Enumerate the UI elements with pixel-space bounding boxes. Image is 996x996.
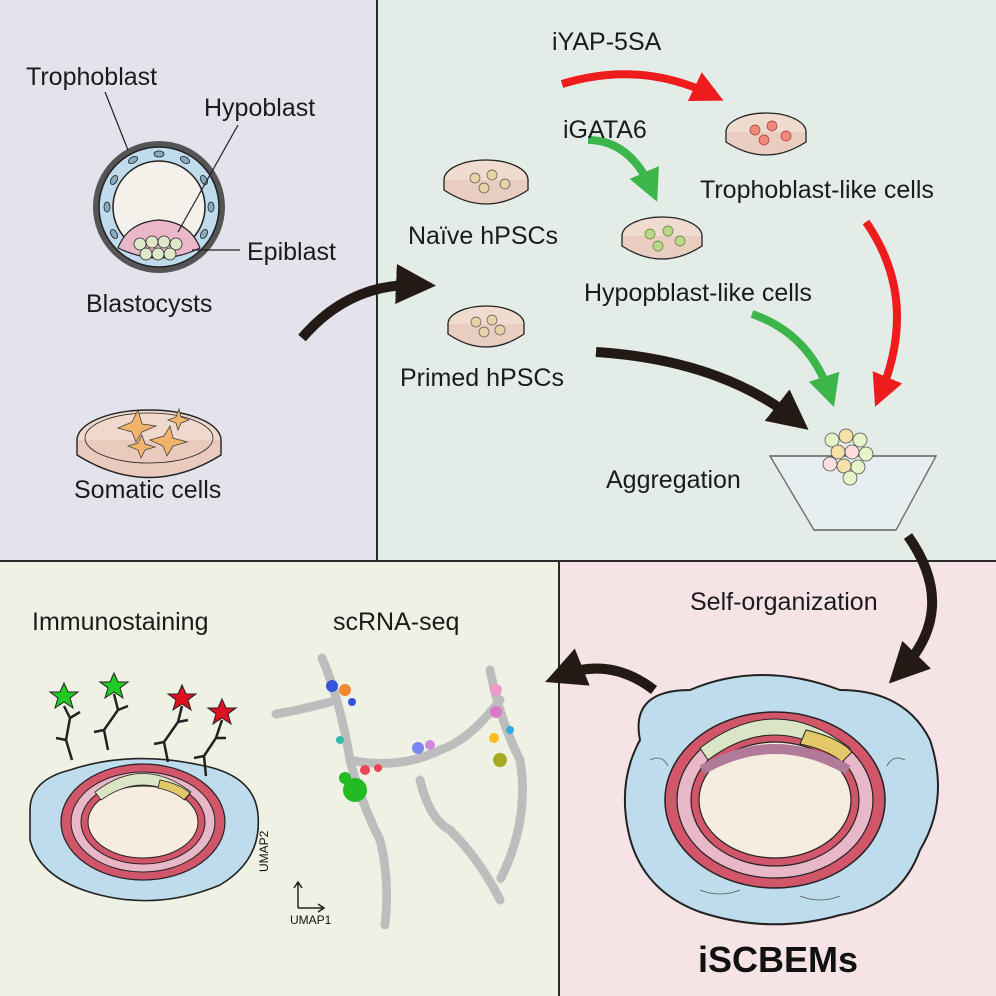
label-self-organization: Self-organization xyxy=(690,588,878,616)
hypoblast-like-dish xyxy=(621,216,703,260)
arrow-primed-to-aggregation xyxy=(595,347,809,430)
antibody-group xyxy=(55,693,226,777)
arrow-self-organization xyxy=(888,533,938,684)
label-trophoblast: Trophoblast xyxy=(26,63,158,91)
arrow-igata6 xyxy=(587,136,659,202)
blastocyst-diagram xyxy=(93,91,240,273)
label-hypoblast-like: Hypopblast-like cells xyxy=(584,279,812,307)
umap-scatter xyxy=(271,653,527,930)
label-epiblast: Epiblast xyxy=(247,238,336,266)
somatic-cells-dish xyxy=(76,407,222,479)
arrow-to-analysis xyxy=(545,648,658,695)
trophoblast-like-dish xyxy=(725,112,807,156)
label-iscbems: iSCBEMs xyxy=(698,939,859,980)
label-trophoblast-like: Trophoblast-like cells xyxy=(700,176,934,204)
label-naive-hpscs: Naïve hPSCs xyxy=(408,222,559,250)
label-igata6: iGATA6 xyxy=(563,116,647,144)
primed-hpscs-dish xyxy=(447,305,525,348)
naive-hpscs-dish xyxy=(443,159,529,205)
umap-axes xyxy=(293,880,326,913)
aggregation-well xyxy=(768,428,938,531)
label-iyap: iYAP-5SA xyxy=(552,28,662,56)
label-umap1: UMAP1 xyxy=(290,913,332,927)
label-somatic-cells: Somatic cells xyxy=(74,476,222,504)
arrow-hypoblast-to-aggregation xyxy=(750,310,840,408)
arrow-iyap xyxy=(560,70,724,102)
label-immunostaining: Immunostaining xyxy=(32,608,209,636)
label-hypoblast: Hypoblast xyxy=(204,94,316,122)
panel-analysis xyxy=(0,562,560,996)
label-primed-hpscs: Primed hPSCs xyxy=(400,364,564,392)
label-scrna-seq: scRNA-seq xyxy=(333,608,460,636)
immunostaining-embryo xyxy=(29,757,260,902)
arrow-trophoblast-to-aggregation xyxy=(862,219,903,407)
iscbem-embryo-large xyxy=(623,674,939,926)
label-umap2: UMAP2 xyxy=(257,830,271,872)
label-aggregation: Aggregation xyxy=(606,466,741,494)
label-blastocysts: Blastocysts xyxy=(86,290,213,318)
arrow-to-hpscs xyxy=(298,264,436,342)
fluorophore-stars xyxy=(48,671,238,726)
